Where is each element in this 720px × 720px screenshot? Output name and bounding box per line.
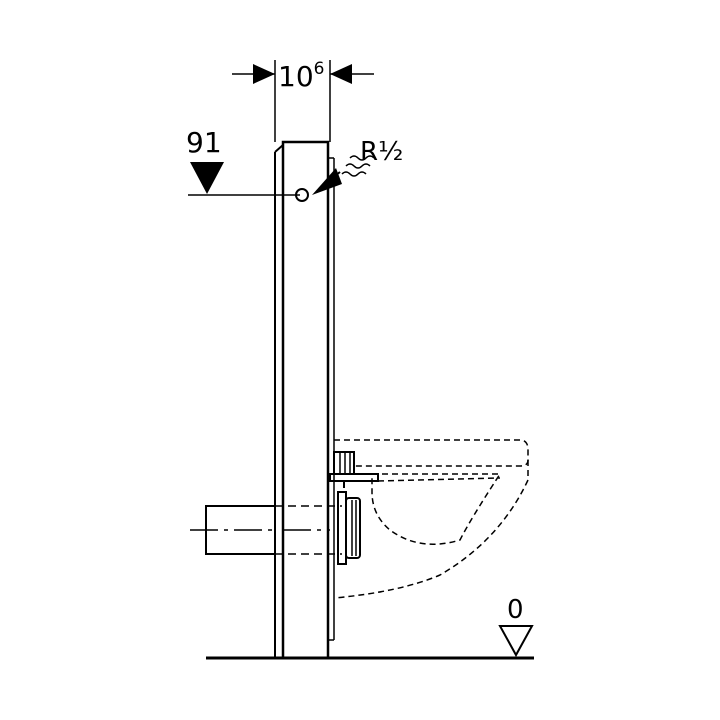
water-wave-1 — [349, 155, 375, 161]
width-arrow-left — [253, 64, 275, 84]
water-connection-arrow — [312, 168, 342, 195]
water-connection-hole — [295, 188, 309, 202]
module-frame — [274, 140, 335, 660]
floor-marker-triangle — [498, 625, 534, 658]
water-wave-3 — [341, 171, 367, 177]
toilet-bowl-outer — [333, 460, 529, 599]
height-label: 91 — [186, 126, 222, 159]
height-marker: 91 — [186, 126, 300, 196]
drain-pipe — [190, 505, 342, 555]
height-marker-triangle — [190, 162, 224, 194]
frame-panel — [281, 140, 330, 660]
drain-connector-flange — [337, 491, 347, 565]
toilet-bowl-outline — [333, 439, 529, 599]
toilet-bowl-top — [334, 439, 529, 467]
water-connection: R½ — [312, 137, 403, 195]
floor-label: 0 — [507, 595, 524, 625]
width-dimension: 106 — [232, 59, 374, 142]
width-dimension-label: 106 — [278, 59, 324, 93]
connection-label: R½ — [360, 137, 403, 167]
upper-bolt-body — [333, 451, 355, 475]
width-label-superscript: 6 — [314, 59, 325, 79]
water-wave-2 — [345, 163, 371, 169]
width-label-main: 10 — [278, 60, 314, 93]
toilet-bowl-inner — [371, 473, 502, 545]
frame-left-rail-top — [274, 144, 284, 153]
toilet-bowl-seat-line — [377, 477, 501, 482]
mounting-plate — [329, 473, 379, 482]
width-arrow-right — [330, 64, 352, 84]
drain-connector-body — [345, 497, 361, 559]
floor-marker: 0 — [498, 595, 534, 658]
mounting-assembly — [329, 451, 379, 565]
